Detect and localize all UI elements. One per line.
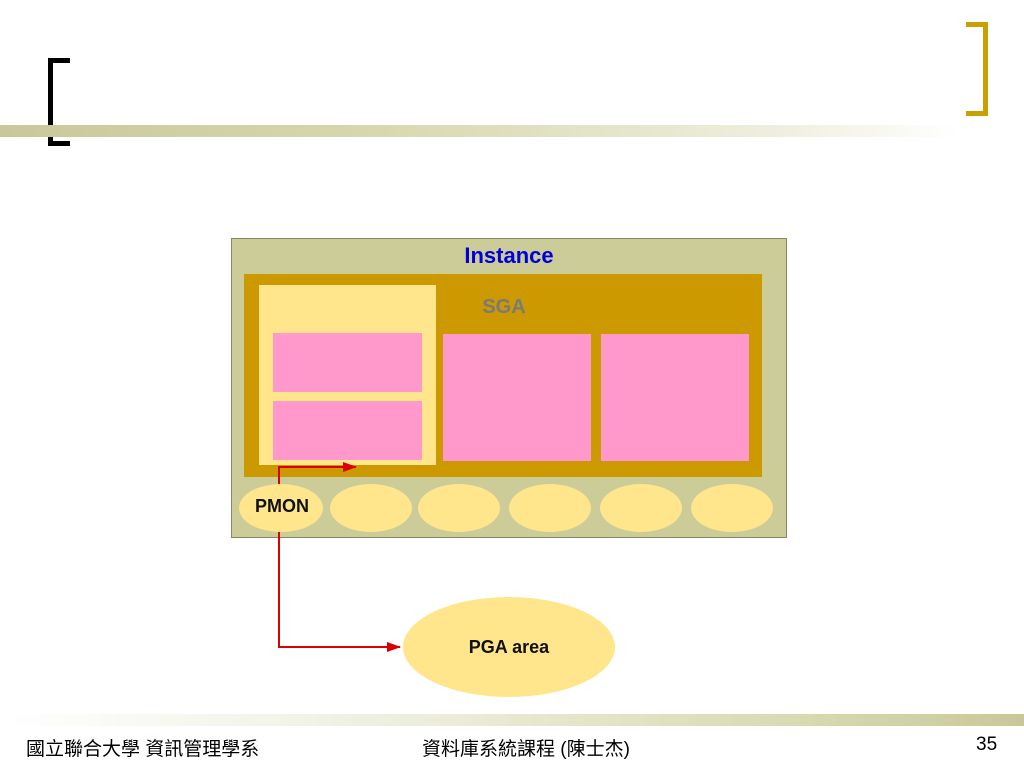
footer-divider — [0, 714, 1024, 726]
background-process-oval — [600, 484, 682, 532]
pmon-to-pga-arrow — [278, 532, 401, 652]
background-process-oval — [509, 484, 591, 532]
left-bracket-decoration — [48, 58, 70, 146]
pga-area-oval — [403, 597, 615, 697]
instance-label: Instance — [464, 243, 554, 268]
footer-page-number: 35 — [976, 734, 998, 755]
title-divider — [0, 125, 960, 137]
pmon-label: PMON — [255, 496, 309, 516]
sga-label: SGA — [482, 296, 526, 318]
memory-block-redo-log-buffer — [601, 334, 749, 461]
pga-area-label: PGA area — [468, 637, 550, 657]
pmon-to-sga-arrow — [278, 462, 357, 484]
background-process-oval — [691, 484, 773, 532]
memory-block-buffer-cache — [443, 334, 591, 461]
memory-block-library-cache — [273, 333, 422, 392]
footer-institution: 國立聯合大學 資訊管理學系 — [26, 739, 260, 760]
background-process-oval — [418, 484, 500, 532]
footer-course: 資料庫系統課程 (陳士杰) — [422, 739, 630, 760]
background-process-oval — [330, 484, 412, 532]
right-bracket-decoration — [966, 22, 988, 116]
memory-block-dictionary-cache — [273, 401, 422, 460]
pmon-process-oval — [239, 484, 323, 532]
